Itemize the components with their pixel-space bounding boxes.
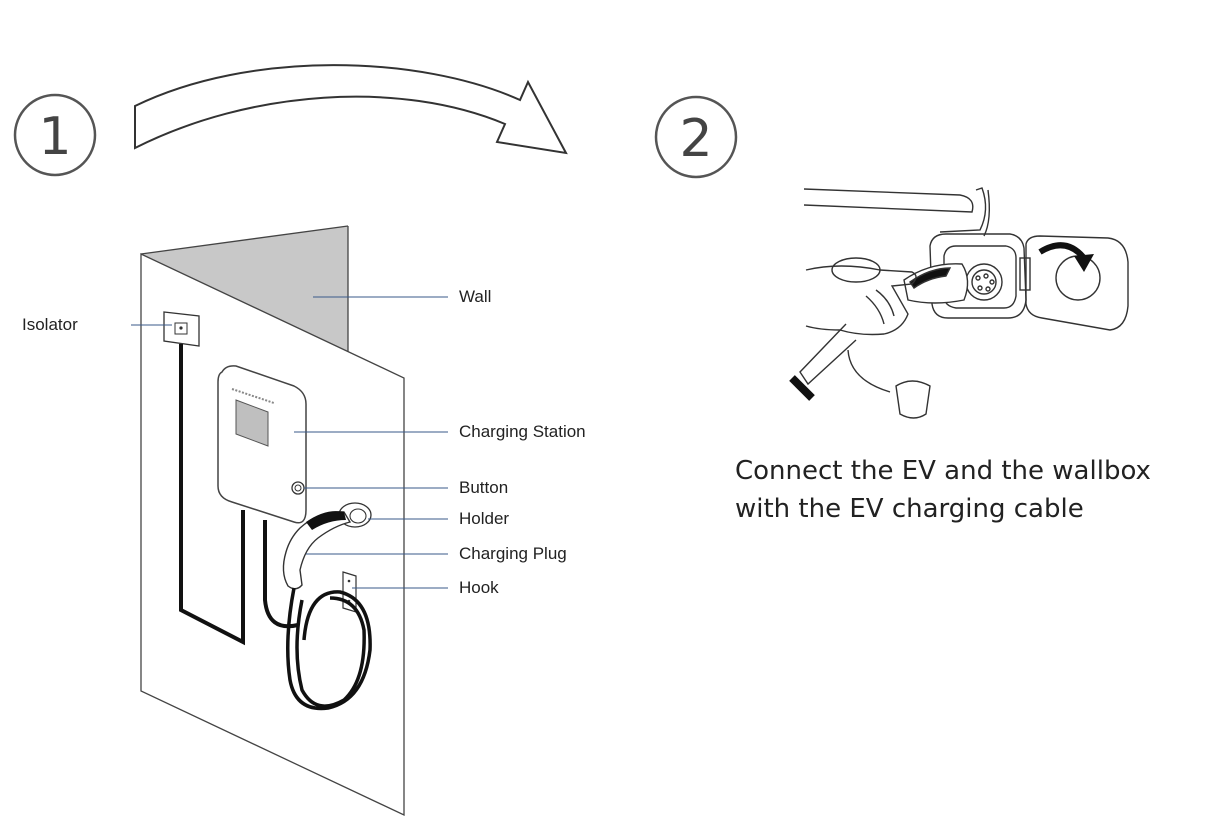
step-1-number: 1 [38, 107, 71, 167]
step-2-badge: 2 [654, 95, 738, 179]
isolator-cable [179, 344, 245, 646]
label-charging-station: Charging Station [459, 422, 586, 441]
label-wall: Wall [459, 287, 492, 306]
label-charging-plug: Charging Plug [459, 544, 567, 563]
curved-arrow-icon [134, 64, 568, 155]
station-cable [263, 520, 299, 629]
label-button: Button [459, 478, 509, 497]
step-1-badge: 1 [13, 93, 97, 177]
caption-line-1: Connect the EV and the wallbox [735, 456, 1151, 486]
car-charging-illustration [789, 187, 1129, 419]
station-button [291, 481, 305, 495]
charging-station-unit [217, 365, 307, 524]
coiled-cable [286, 587, 372, 711]
wall-panel [140, 252, 405, 817]
step-2-caption: Connect the EV and the wallbox with the … [735, 452, 1195, 528]
wall-shade [141, 226, 348, 352]
step-2-number: 2 [679, 109, 712, 169]
caption-line-2: with the EV charging cable [735, 494, 1084, 524]
isolator-switch [163, 311, 200, 347]
charging-plug [282, 511, 352, 590]
label-holder: Holder [459, 509, 510, 528]
rotate-arrow-icon [1074, 254, 1094, 272]
label-isolator: Isolator [22, 315, 78, 334]
leader-lines [131, 296, 448, 589]
label-hook: Hook [459, 578, 499, 597]
